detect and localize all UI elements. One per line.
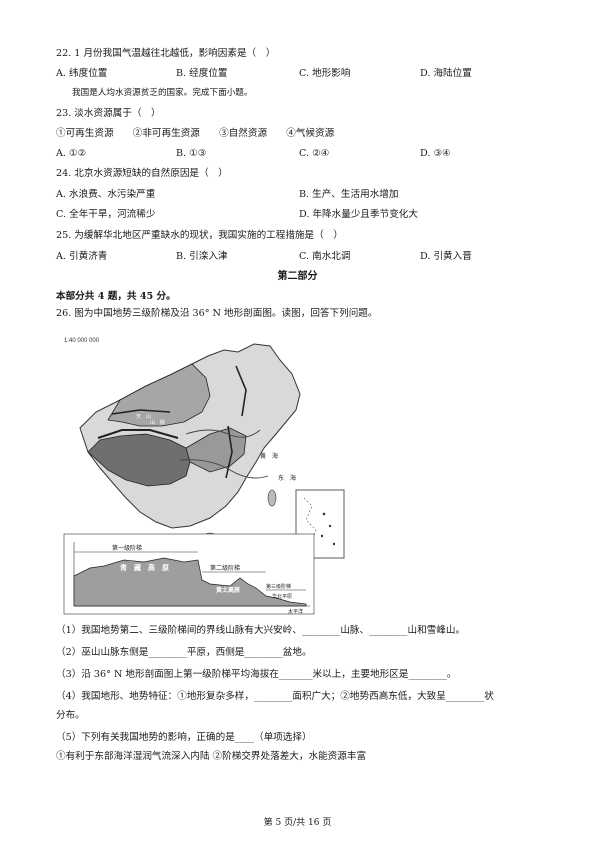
label-yellow-sea: 黄 海 — [260, 452, 278, 460]
question-25-option-a: A. 引黄济青 — [56, 251, 108, 262]
question-24-option-c: C. 全年干旱，河流稀少 — [56, 209, 156, 220]
yangtze-river — [179, 459, 269, 479]
question-26-part-2: （2）巫山山脉东侧是________平原，西侧是________盆地。 — [56, 647, 312, 658]
section-subtitle: 本部分共 4 题，共 45 分。 — [56, 291, 176, 302]
second-step-region-middle — [185, 427, 247, 473]
question-22-option-b: B. 经度位置 — [176, 68, 228, 79]
label-step-3: 第三级阶梯 — [266, 583, 291, 590]
question-25-stem: 25. 为缓解华北地区严重缺水的现状，我国实施的工程措施是（ ） — [56, 230, 343, 241]
question-24-option-a: A. 水浪费、水污染严重 — [56, 189, 156, 200]
label-shanmai: 山 脉 — [150, 419, 165, 426]
question-23-option-d: D. ③④ — [420, 148, 451, 159]
label-pacific: 太平洋 — [288, 608, 303, 615]
label-huangtu: 黄土高原 — [216, 586, 240, 594]
question-23-stem: 23. 淡水资源属于（ ） — [56, 108, 161, 119]
label-step-2: 第二级阶梯 — [210, 564, 240, 572]
mountain-range-3 — [235, 365, 247, 417]
question-23-sub: ①可再生资源 ②非可再生资源 ③自然资源 ④气候资源 — [56, 128, 335, 139]
question-26-part-5: （5）下列有关我国地势的影响，正确的是____（单项选择） — [56, 732, 312, 743]
question-22-option-a: A. 纬度位置 — [56, 68, 108, 79]
label-qingzang: 青 藏 高 原 — [120, 563, 169, 572]
taiwan-island — [267, 489, 277, 507]
question-23-option-b: B. ①③ — [176, 148, 207, 159]
yellow-river — [185, 429, 261, 438]
label-east-sea: 东 海 — [278, 474, 296, 482]
question-26-part-3: （3）沿 36° N 地形剖面图上第一级阶梯平均海拔在_______米以上，主要… — [56, 669, 457, 680]
question-23-option-c: C. ②④ — [299, 148, 330, 159]
label-huabei: 华北平原 — [272, 593, 292, 600]
map-scale: 1:40 000 000 — [64, 338, 100, 344]
profile-terrain — [73, 557, 307, 607]
label-tianshan: 天 山 — [136, 413, 151, 420]
question-23-option-a: A. ①② — [56, 148, 87, 159]
question-26-part-4: （4）我国地形、地势特征：①地形复杂多样，________面积广大；②地势西高东… — [56, 691, 494, 702]
question-25-option-b: B. 引滦入津 — [176, 251, 228, 262]
question-25-option-d: D. 引黄入晋 — [420, 251, 472, 262]
page-footer: 第 5 页/共 16 页 — [263, 818, 332, 828]
question-22-option-c: C. 地形影响 — [299, 68, 351, 79]
question-24-stem: 24. 北京水资源短缺的自然原因是（ ） — [56, 168, 228, 179]
label-step-1: 第一级阶梯 — [112, 544, 142, 552]
intro-text: 我国是人均水资源贫乏的国家。完成下面小题。 — [72, 88, 253, 98]
mountain-range-1 — [97, 429, 179, 439]
question-26-part-1: （1）我国地势第二、三级阶梯间的界线山脉有大兴安岭、________山脉、___… — [56, 625, 466, 636]
question-24-option-d: D. 年降水量少且季节变化大 — [299, 209, 418, 220]
section-title: 第二部分 — [277, 271, 318, 282]
mountain-range-2 — [111, 409, 171, 415]
question-22-option-d: D. 海陆位置 — [420, 68, 472, 79]
question-24-option-b: B. 生产、生活用水增加 — [299, 189, 399, 200]
question-26-part-5-options: ①有利于东部海洋湿润气流深入内陆 ②阶梯交界处落差大，水能资源丰富 — [56, 751, 367, 762]
question-26-stem: 26. 图为中国地势三级阶梯及沿 36° N 地形剖面图。读图，回答下列问题。 — [56, 308, 378, 319]
question-25-option-c: C. 南水北调 — [299, 251, 351, 262]
question-26-part-4-cont: 分布。 — [56, 710, 85, 721]
question-22-stem: 22. 1 月份我国气温越往北越低，影响因素是（ ） — [56, 48, 276, 59]
china-terrain-map: 1:40 000 000 黄 海 东 海 南 海 天 山 山 脉 — [63, 338, 345, 615]
